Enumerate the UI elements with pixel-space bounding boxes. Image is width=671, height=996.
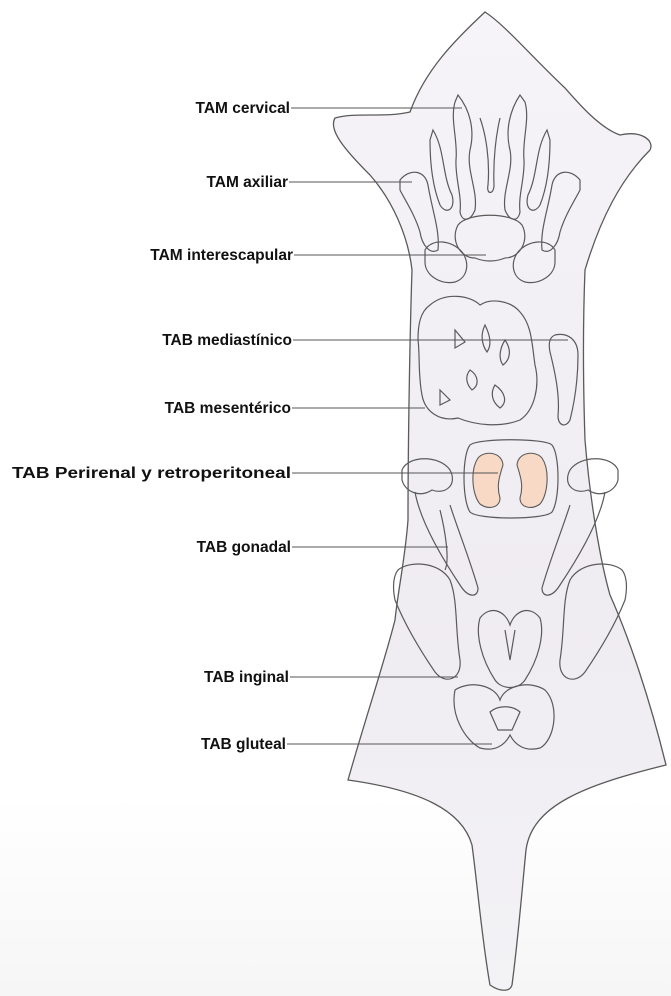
label-tab-perirenal: TAB Perirenal y retroperitoneal xyxy=(12,465,291,482)
label-tam-interescapular: TAM interescapular xyxy=(150,247,293,264)
label-tab-gonadal: TAB gonadal xyxy=(197,539,291,556)
label-tab-gluteal: TAB gluteal xyxy=(201,736,286,753)
right-kidney xyxy=(517,453,547,507)
label-tam-axiliar: TAM axiliar xyxy=(206,174,288,191)
label-tab-inginal: TAB inginal xyxy=(204,669,289,686)
label-tab-mesenterico: TAB mesentérico xyxy=(165,400,291,417)
left-kidney xyxy=(473,453,503,507)
label-tam-cervical: TAM cervical xyxy=(196,100,290,117)
label-tab-mediastinico: TAB mediastínico xyxy=(162,332,292,349)
